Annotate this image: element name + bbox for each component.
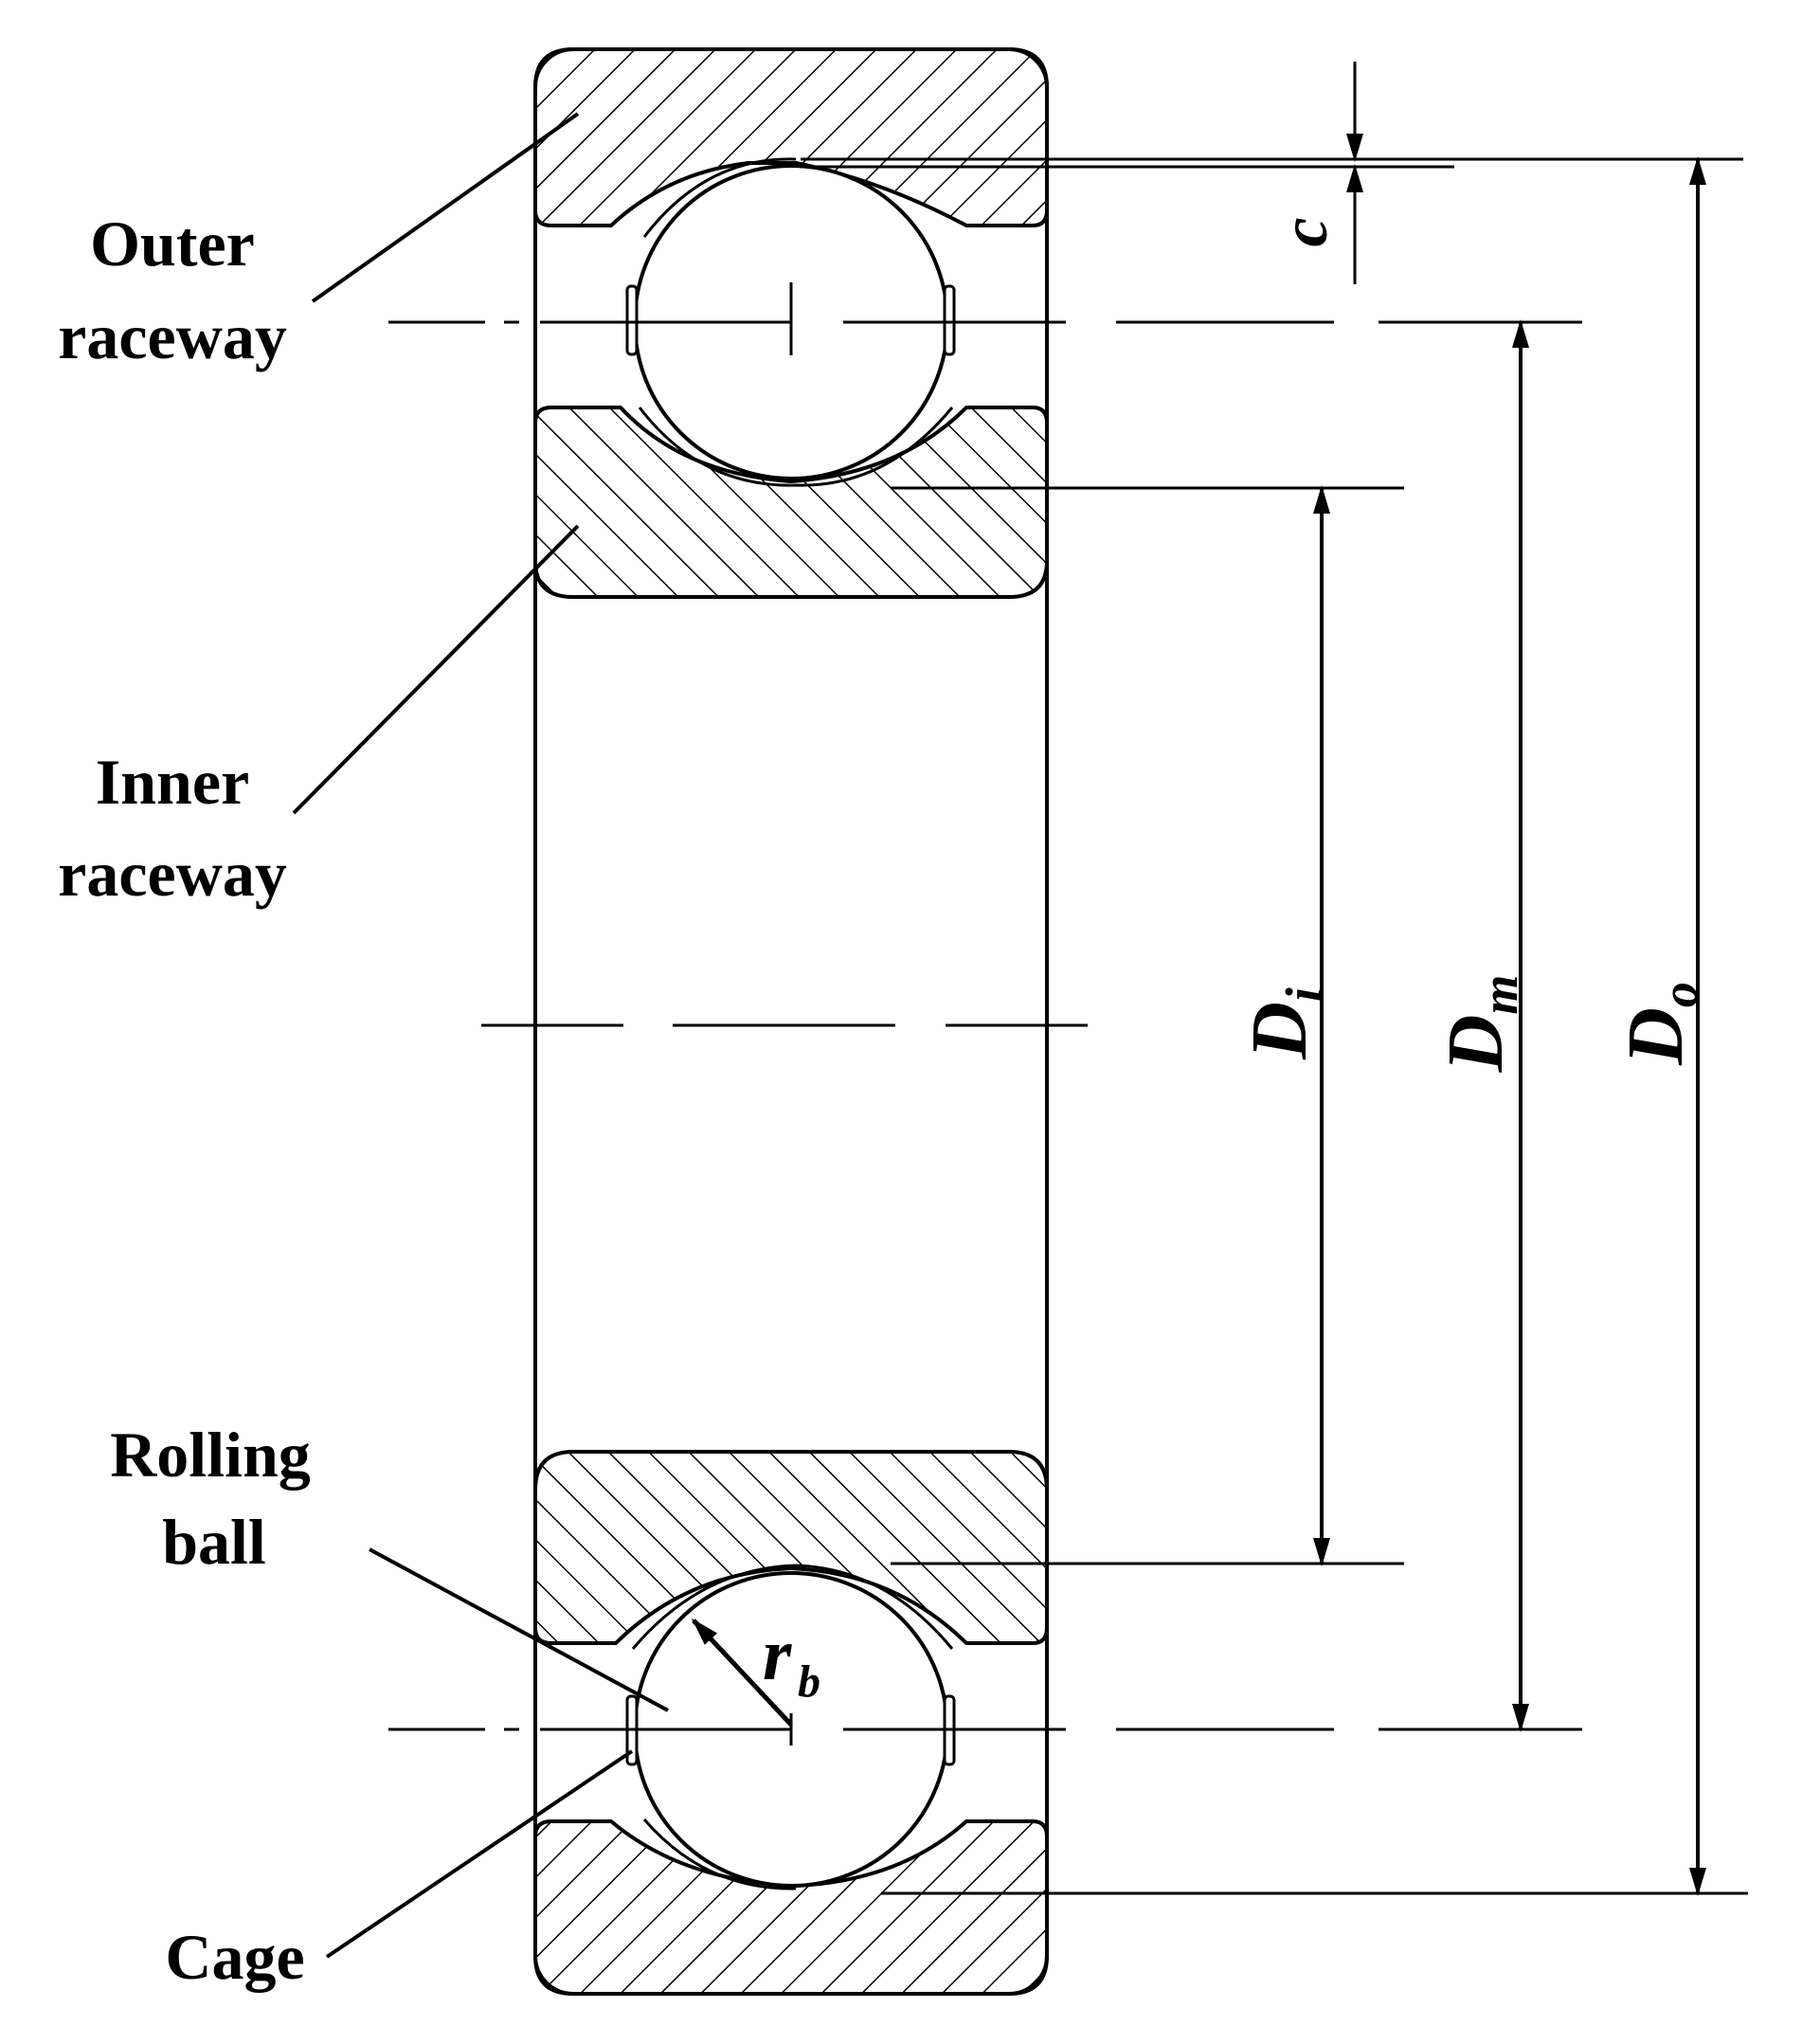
leader-inner-raceway [292, 524, 580, 815]
svg-text:b: b [798, 1656, 820, 1707]
symbol-do: Do [1612, 982, 1708, 1066]
svg-text:Di: Di [1235, 987, 1332, 1060]
leader-rolling-ball [369, 1547, 669, 1712]
label-inner-raceway-1: Inner [96, 746, 249, 818]
symbol-di: Di [1235, 987, 1332, 1060]
radius-arrow [691, 1618, 793, 1727]
outer-ring-top [533, 47, 1049, 227]
leader-outer-raceway [311, 112, 580, 303]
label-rolling-ball-2: ball [162, 1506, 266, 1578]
svg-text:Dm: Dm [1432, 975, 1528, 1074]
cage-clip-top-right [943, 284, 956, 356]
svg-text:r: r [763, 1613, 792, 1695]
inner-ring-bottom [533, 1450, 1049, 1645]
label-cage: Cage [165, 1921, 304, 1993]
inner-ring-top [533, 406, 1049, 599]
svg-text:c: c [1269, 217, 1342, 246]
label-inner-raceway-2: raceway [58, 838, 287, 910]
raceway-groove-top [642, 157, 797, 238]
label-outer-raceway-2: raceway [58, 300, 287, 372]
raceway-groove-bottom [631, 1564, 954, 1650]
symbol-dm: Dm [1432, 975, 1528, 1074]
cage-clip-top-left [625, 284, 639, 356]
svg-text:Do: Do [1612, 982, 1708, 1066]
label-outer-raceway-1: Outer [90, 208, 255, 280]
leader-cage [325, 1749, 634, 1959]
label-rolling-ball-1: Rolling [110, 1419, 311, 1491]
symbol-rb: r b [763, 1613, 820, 1707]
symbol-c: c [1269, 217, 1342, 246]
